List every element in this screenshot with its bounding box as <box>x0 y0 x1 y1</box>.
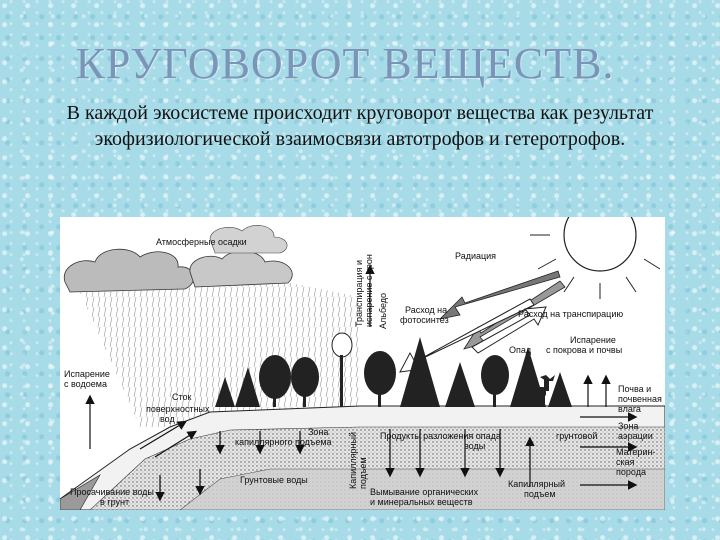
groundwater-bottom-label: Грунтовые воды <box>240 475 308 485</box>
bedrock-label-1: Материн- <box>616 447 655 457</box>
water-evap-label-1: Испарение <box>64 369 110 379</box>
bedrock-label-2: ская <box>616 457 635 467</box>
bedrock-label-3: порода <box>616 467 646 477</box>
photosynthesis-label-1: Расход на <box>405 305 447 315</box>
capillary-rise-label-2: подъем <box>358 457 368 489</box>
runoff-label-2: поверхностных <box>146 404 210 414</box>
capillary-bottom-label-2: подъем <box>524 489 556 499</box>
groundwater-label-2: воды <box>464 441 485 451</box>
cloud-icon <box>63 225 293 293</box>
precipitation-label: Атмосферные осадки <box>156 237 247 247</box>
groundwater-label: грунтовой <box>556 431 597 441</box>
flow-arrows <box>85 264 638 502</box>
soil-label-2: почвенная <box>618 394 662 404</box>
radiation-arrow <box>438 270 566 350</box>
runoff-label-3: вод <box>160 414 175 424</box>
rain-icon <box>80 283 360 427</box>
capillary-rise-label-1: Капиллярный <box>348 432 358 489</box>
radiation-label: Радиация <box>455 251 496 261</box>
albedo-label: Альбедо <box>378 293 388 329</box>
capillary-bottom-label-1: Капиллярный <box>508 479 565 489</box>
capillary-zone-label-1: Зона <box>308 427 328 437</box>
transpiration-use-label: Расход на транспирацию <box>518 309 623 319</box>
soil-label-1: Почва и <box>618 384 651 394</box>
moose-icon <box>522 375 555 406</box>
forest-icon <box>215 332 572 407</box>
runoff-label-1: Сток <box>172 392 192 402</box>
soil-evap-label-1: Испарение <box>570 335 616 345</box>
capillary-zone-label-2: капиллярного подъема <box>235 437 332 447</box>
decomposition-label: Продукты разложения опада <box>380 431 501 441</box>
aeration-label-1: Зона <box>618 421 638 431</box>
soil-profile <box>60 405 665 510</box>
aeration-label-2: аэрации <box>618 431 653 441</box>
sun-icon <box>530 217 661 299</box>
litter-label: Опад <box>509 345 532 355</box>
transpiration-label-1: Транспирация и <box>354 260 364 327</box>
soil-label-3: влага <box>618 404 641 414</box>
transpiration-arrow <box>471 306 547 354</box>
seepage-label-1: Просачивание воды <box>70 487 154 497</box>
slide-title: КРУГОВОРОТ ВЕЩЕСТВ. <box>75 39 615 88</box>
water-evap-label-2: с водоема <box>64 379 107 389</box>
soil-evap-label-2: с покрова и почвы <box>546 345 622 355</box>
water-cycle-diagram: Атмосферные осадки Радиация Транспирация… <box>60 217 665 510</box>
slide-subtitle: В каждой экосистеме происходит круговоро… <box>66 102 654 150</box>
photosynthesis-label-2: фотосинтез <box>400 315 449 325</box>
transpiration-label-2: испарение с крон <box>364 254 374 327</box>
leaching-label-1: Вымывание органических <box>370 487 479 497</box>
seepage-label-2: в грунт <box>100 497 129 507</box>
leaching-label-2: и минеральных веществ <box>370 497 473 507</box>
